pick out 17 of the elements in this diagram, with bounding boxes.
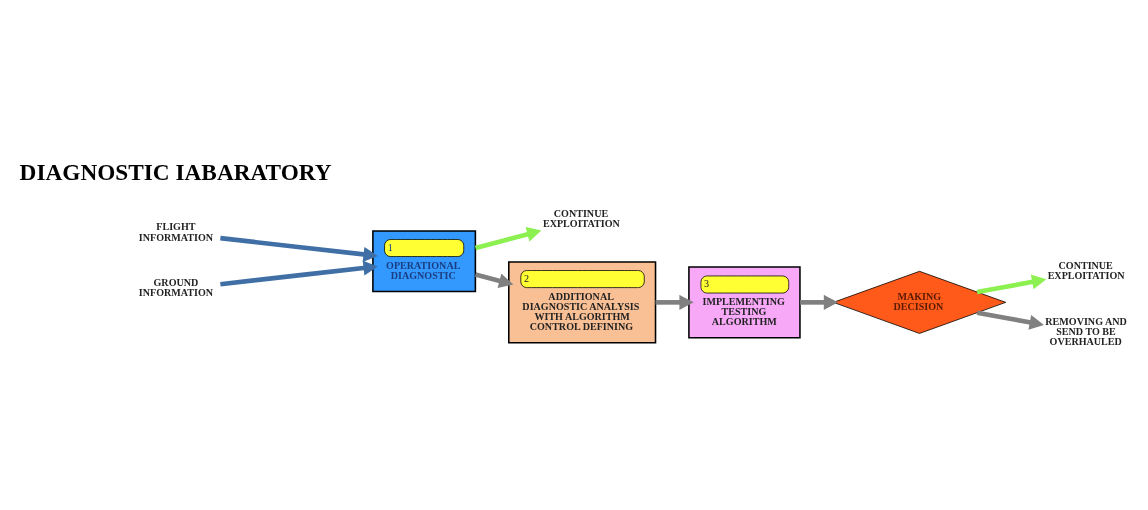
node-box: 2 ADDITIONAL DIAGNOSTIC ANALYSIS WITH ALGORITHM CONTROL DEFINING [508, 261, 657, 344]
arrow [655, 294, 694, 310]
node-text: CONTINUE EXPLOITATION [1047, 260, 1125, 282]
node-text: REMOVING AND SEND TO BE OVERHAULED [1045, 315, 1127, 347]
node-box: 3 IMPLEMENTING TESTING ALGORITHM [688, 266, 801, 339]
arrow [474, 226, 542, 251]
node-box: 1 OPERATIONAL DIAGNOSTIC [372, 230, 477, 293]
arrow [976, 310, 1044, 330]
arrow [976, 274, 1047, 295]
node-text: GROUND INFORMATION [138, 277, 214, 299]
label: DIAGNOSTIC IABARATORY [19, 159, 332, 186]
arrow [220, 235, 378, 262]
arrow [474, 272, 514, 289]
arrow [800, 294, 839, 310]
node-text: CONTINUE EXPLOITATION [542, 208, 620, 230]
node-text: FLIGHT INFORMATION [138, 221, 214, 243]
arrow [220, 260, 378, 287]
